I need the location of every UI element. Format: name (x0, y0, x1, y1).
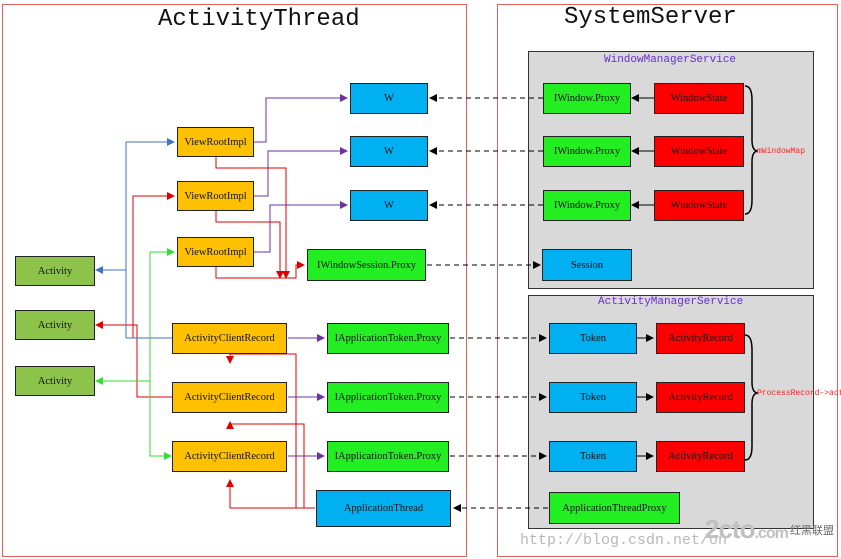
activity-record-node-2: ActivityRecord (656, 382, 745, 413)
watermark-url: http://blog.csdn.net/on (520, 532, 728, 549)
app-token-proxy-node-2: IApplicationToken.Proxy (327, 382, 449, 413)
activity-client-record-node-3: ActivityClientRecord (172, 441, 287, 472)
activity-manager-service-title: ActivityManagerService (598, 296, 744, 308)
activity-client-record-node-1: ActivityClientRecord (172, 323, 287, 354)
watermark-logo-text: 2cto (705, 514, 755, 544)
watermark-logo-suffix: .com (754, 525, 788, 542)
w-node-3: W (350, 190, 428, 221)
app-token-proxy-node-1: IApplicationToken.Proxy (327, 323, 449, 354)
iwindow-session-proxy-node: IWindowSession.Proxy (307, 249, 426, 281)
activity-node-3: Activity (15, 366, 95, 396)
session-node: Session (542, 249, 632, 281)
view-root-impl-node-1: ViewRootImpl (177, 127, 254, 157)
watermark-logo: 2cto.com (705, 514, 789, 545)
activity-record-node-3: ActivityRecord (656, 441, 745, 472)
activity-client-record-node-2: ActivityClientRecord (172, 382, 287, 413)
activity-record-node-1: ActivityRecord (656, 323, 745, 354)
token-node-2: Token (549, 382, 637, 413)
watermark-site-cn: 红黑联盟 (790, 525, 834, 537)
w-node-1: W (350, 83, 428, 114)
activity-node-1: Activity (15, 256, 95, 286)
mwindowmap-label: mWindowMap (757, 147, 806, 156)
token-node-1: Token (549, 323, 637, 354)
window-state-node-2: WindowState (654, 136, 744, 167)
activity-thread-title: ActivityThread (158, 6, 360, 33)
iwindow-proxy-node-3: IWindow.Proxy (543, 190, 631, 221)
application-thread-proxy-node: ApplicationThreadProxy (549, 492, 680, 524)
activity-node-2: Activity (15, 310, 95, 340)
token-node-3: Token (549, 441, 637, 472)
process-record-label: ProcessRecord->acti (757, 389, 841, 398)
activity-thread-panel (2, 4, 467, 557)
system-server-title: SystemServer (564, 4, 737, 31)
system-server-panel (497, 4, 838, 557)
iwindow-proxy-node-1: IWindow.Proxy (543, 83, 631, 114)
view-root-impl-node-2: ViewRootImpl (177, 181, 254, 211)
iwindow-proxy-node-2: IWindow.Proxy (543, 136, 631, 167)
window-state-node-3: WindowState (654, 190, 744, 221)
w-node-2: W (350, 136, 428, 167)
view-root-impl-node-3: ViewRootImpl (177, 237, 254, 267)
window-manager-service-title: WindowManagerService (604, 54, 737, 66)
app-token-proxy-node-3: IApplicationToken.Proxy (327, 441, 449, 472)
application-thread-node: ApplicationThread (316, 490, 451, 527)
window-state-node-1: WindowState (654, 83, 744, 114)
